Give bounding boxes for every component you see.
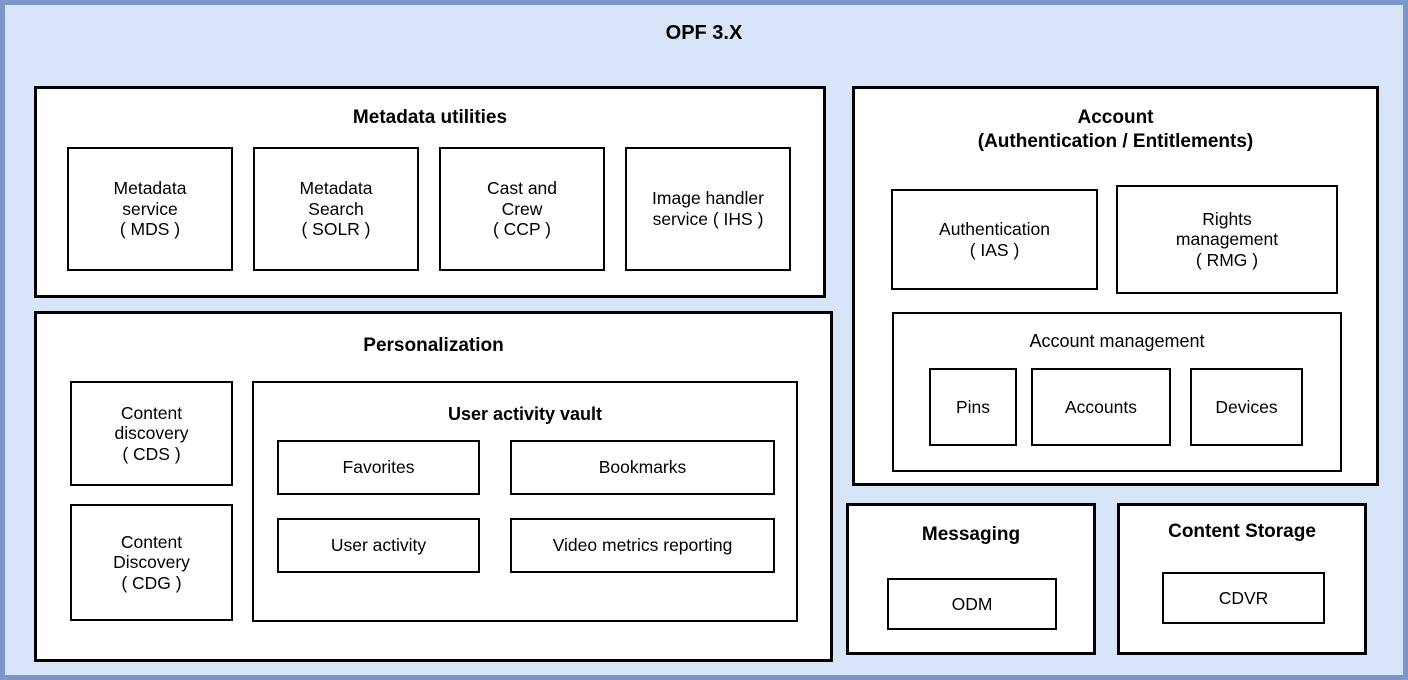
metadata-utilities-panel: Metadata utilities Metadata service ( MD… <box>34 86 826 298</box>
content-storage-panel: Content Storage CDVR <box>1117 503 1367 655</box>
account-title: Account (Authentication / Entitlements) <box>977 107 1254 152</box>
account-panel: Account (Authentication / Entitlements) … <box>852 86 1379 486</box>
personalization-panel: Personalization Content discovery ( CDS … <box>34 311 833 662</box>
service-metadata-search[interactable]: Metadata Search ( SOLR ) <box>253 147 419 271</box>
personalization-title: Personalization <box>363 335 504 356</box>
content-storage-title: Content Storage <box>1168 521 1316 542</box>
messaging-item-odm[interactable]: ODM <box>887 578 1057 630</box>
vault-item-bookmarks[interactable]: Bookmarks <box>510 440 775 495</box>
content-storage-item-cdvr[interactable]: CDVR <box>1162 572 1325 624</box>
vault-item-user-activity[interactable]: User activity <box>277 518 480 573</box>
messaging-panel: Messaging ODM <box>846 503 1096 655</box>
service-content-discovery-cdg[interactable]: Content Discovery ( CDG ) <box>70 504 233 621</box>
vault-item-video-metrics-reporting[interactable]: Video metrics reporting <box>510 518 775 573</box>
messaging-title: Messaging <box>921 524 1021 545</box>
account-management-title: Account management <box>1029 331 1205 351</box>
service-cast-and-crew[interactable]: Cast and Crew ( CCP ) <box>439 147 605 271</box>
vault-item-favorites[interactable]: Favorites <box>277 440 480 495</box>
account-item-devices[interactable]: Devices <box>1190 368 1303 446</box>
account-management-panel: Account management Pins Accounts Devices <box>892 312 1342 472</box>
metadata-utilities-title: Metadata utilities <box>352 107 508 128</box>
service-metadata-service[interactable]: Metadata service ( MDS ) <box>67 147 233 271</box>
service-image-handler-service[interactable]: Image handler service ( IHS ) <box>625 147 791 271</box>
service-authentication-ias[interactable]: Authentication ( IAS ) <box>891 189 1098 290</box>
page-title: OPF 3.X <box>665 22 743 44</box>
service-rights-management-rmg[interactable]: Rights management ( RMG ) <box>1116 185 1338 294</box>
account-item-pins[interactable]: Pins <box>929 368 1017 446</box>
account-item-accounts[interactable]: Accounts <box>1031 368 1171 446</box>
user-activity-vault-title: User activity vault <box>447 404 603 424</box>
service-content-discovery-cds[interactable]: Content discovery ( CDS ) <box>70 381 233 486</box>
user-activity-vault-panel: User activity vault Favorites Bookmarks … <box>252 381 798 622</box>
